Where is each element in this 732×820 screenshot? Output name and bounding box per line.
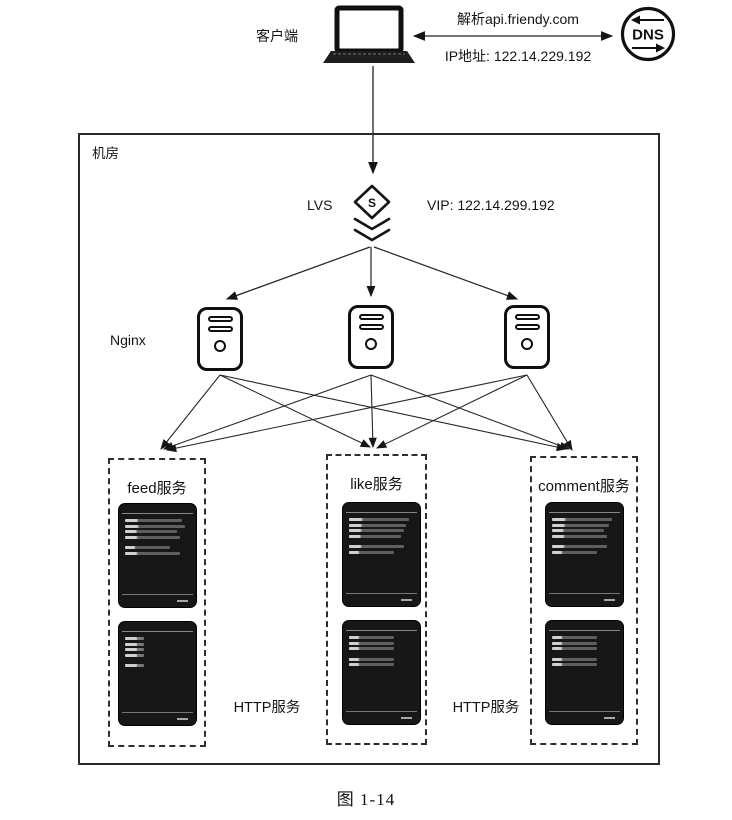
terminal-footer-line (549, 711, 620, 712)
code-line (125, 530, 178, 533)
server-slot-bar (514, 324, 540, 330)
code-line (349, 518, 410, 521)
terminal-titlebar-line (122, 513, 193, 514)
lvs-vip-text: VIP: 122.14.299.192 (427, 197, 555, 213)
code-line (125, 519, 183, 522)
server-slot-bar (358, 314, 384, 320)
nginx-server-icon-3 (504, 305, 550, 369)
code-line (125, 551, 181, 555)
terminal-footer-line (346, 711, 417, 712)
service-box-feed: feed服务 (108, 458, 206, 747)
code-line (125, 546, 170, 549)
terminal-footer-dash (401, 717, 412, 719)
nginx-server-icon-2 (348, 305, 394, 369)
code-line (349, 529, 405, 532)
terminal-titlebar-line (122, 631, 193, 632)
code-line (349, 545, 405, 548)
terminal-titlebar-line (549, 512, 620, 513)
terminal-titlebar-line (346, 630, 417, 631)
datacenter-box (78, 133, 660, 765)
code-line (125, 637, 144, 640)
terminal-code-lines (552, 518, 614, 554)
http-service-label-left: HTTP服务 (233, 700, 301, 716)
service-label-like: like服务 (350, 476, 403, 493)
terminal-footer-dash (604, 717, 615, 719)
service-box-like: like服务 (326, 454, 427, 745)
terminal-titlebar-line (346, 512, 417, 513)
code-line (552, 545, 608, 548)
terminal-window (119, 622, 196, 725)
code-line (349, 657, 394, 661)
server-slot-bar (358, 324, 384, 330)
server-power-dot (214, 340, 226, 352)
server-slot-bar (514, 314, 540, 320)
service-label-comment: comment服务 (538, 478, 630, 495)
dns-resolve-text: 解析api.friendy.com (457, 11, 579, 27)
code-line (349, 550, 394, 554)
lvs-load-balancer-icon: S (353, 184, 391, 242)
terminal-code-lines (552, 636, 614, 666)
nginx-label: Nginx (110, 332, 146, 348)
code-line (552, 657, 597, 661)
code-line (349, 523, 407, 527)
terminal-window (343, 621, 420, 724)
code-line (552, 518, 613, 521)
code-line (349, 647, 394, 650)
code-line (552, 636, 597, 639)
nginx-server-icon-1 (197, 307, 243, 371)
terminal-footer-dash (604, 599, 615, 601)
terminal-window (119, 504, 196, 607)
server-slot-bar (207, 316, 233, 322)
code-line (125, 524, 186, 528)
dns-icon-label: DNS (632, 27, 664, 44)
terminal-footer-line (549, 593, 620, 594)
code-line (349, 641, 394, 645)
terminal-titlebar-line (549, 630, 620, 631)
http-service-label-right: HTTP服务 (452, 700, 520, 716)
terminal-window (546, 621, 623, 724)
client-label: 客户端 (256, 28, 298, 44)
terminal-footer-dash (401, 599, 412, 601)
code-line (125, 664, 144, 667)
terminal-footer-line (122, 594, 193, 595)
laptop-icon (323, 5, 415, 63)
dns-ip-text: IP地址: 122.14.229.192 (444, 48, 592, 64)
code-line (125, 648, 144, 651)
code-line (125, 642, 144, 646)
code-line (349, 636, 394, 639)
lvs-label: LVS (307, 197, 333, 213)
code-line (125, 653, 144, 657)
code-line (552, 529, 605, 532)
terminal-window (343, 503, 420, 606)
figure-caption: 图 1-14 (336, 790, 396, 809)
service-box-comment: comment服务 (530, 456, 638, 745)
code-line (552, 641, 597, 645)
code-line (552, 550, 597, 554)
terminal-footer-line (122, 712, 193, 713)
code-line (552, 647, 597, 650)
code-line (125, 535, 181, 539)
dns-icon: DNS (620, 6, 676, 62)
terminal-code-lines (125, 637, 187, 667)
server-power-dot (521, 338, 533, 350)
lvs-icon-letter: S (368, 196, 376, 210)
terminal-window (546, 503, 623, 606)
code-line (552, 663, 597, 666)
code-line (349, 663, 394, 666)
terminal-footer-dash (177, 718, 188, 720)
code-line (552, 534, 608, 538)
terminal-code-lines (349, 636, 411, 666)
service-label-feed: feed服务 (127, 480, 187, 497)
terminal-footer-dash (177, 600, 188, 602)
datacenter-label: 机房 (92, 146, 119, 161)
terminal-code-lines (125, 519, 187, 555)
terminal-code-lines (349, 518, 411, 554)
server-slot-bar (207, 326, 233, 332)
code-line (349, 534, 402, 538)
code-line (552, 523, 610, 527)
server-power-dot (365, 338, 377, 350)
terminal-footer-line (346, 593, 417, 594)
